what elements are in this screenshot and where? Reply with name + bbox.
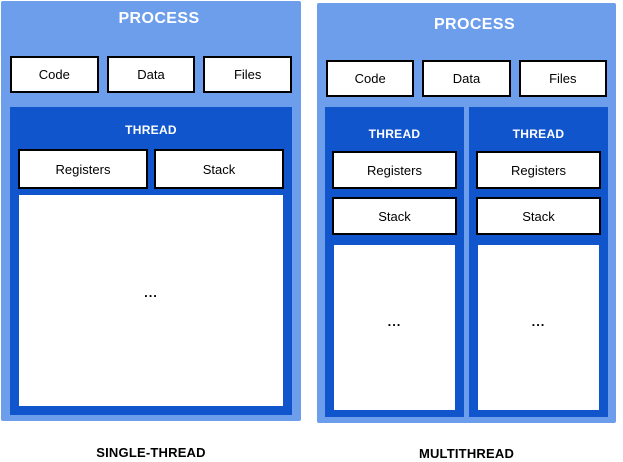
caption-multithread: MULTITHREAD: [418, 446, 515, 461]
files-box-label: Files: [233, 67, 262, 82]
data-box-label: Data: [452, 71, 481, 86]
registers-box: Registers: [476, 151, 601, 189]
threads-row: THREAD Registers Stack ... THREAD Regist…: [325, 107, 608, 417]
stack-box: Stack: [476, 197, 601, 235]
code-box: Code: [10, 56, 99, 93]
thread-body-ellipsis: ...: [144, 285, 158, 300]
stack-box-label: Stack: [522, 208, 555, 224]
registers-box-label: Registers: [55, 161, 111, 177]
registers-box-label: Registers: [511, 162, 566, 178]
code-box-label: Code: [38, 67, 70, 82]
thread-title: THREAD: [125, 123, 177, 137]
stack-box: Stack: [154, 149, 284, 189]
stack-box-label: Stack: [202, 161, 236, 177]
process-title: PROCESS: [118, 10, 200, 27]
thread-body-ellipsis: ...: [531, 314, 546, 329]
process-panel-multi: PROCESS Code Data Files THREAD Registers…: [317, 3, 616, 423]
code-box-label: Code: [354, 71, 386, 86]
registers-box: Registers: [332, 151, 457, 189]
thread-column-1: THREAD Registers Stack ...: [325, 107, 464, 417]
thread-body: ...: [334, 245, 455, 410]
files-box: Files: [518, 60, 607, 97]
caption-single-thread: SINGLE-THREAD: [96, 445, 206, 460]
process-panel-single: PROCESS Code Data Files THREAD Registers…: [1, 1, 301, 421]
thread-title: THREAD: [368, 127, 421, 141]
files-box: Files: [203, 56, 293, 93]
stack-box: Stack: [332, 197, 457, 235]
process-title: PROCESS: [433, 16, 516, 33]
stack-box-label: Stack: [378, 208, 411, 224]
thread-body: ...: [478, 245, 599, 410]
registers-box: Registers: [18, 149, 148, 189]
thread-body: ...: [19, 195, 283, 406]
resource-row: Code Data Files: [326, 60, 607, 97]
files-box-label: Files: [549, 71, 577, 86]
data-box: Data: [422, 60, 511, 97]
code-box: Code: [326, 60, 415, 97]
thread-box: THREAD Registers Stack ...: [10, 107, 292, 415]
thread-body-ellipsis: ...: [387, 314, 402, 329]
thread-title: THREAD: [512, 127, 565, 141]
data-box: Data: [106, 56, 196, 93]
data-box-label: Data: [137, 67, 165, 82]
resource-row: Code Data Files: [10, 56, 293, 93]
registers-box-label: Registers: [367, 162, 422, 178]
thread-column-2: THREAD Registers Stack ...: [469, 107, 608, 417]
thread-register-row: Registers Stack: [18, 149, 284, 189]
